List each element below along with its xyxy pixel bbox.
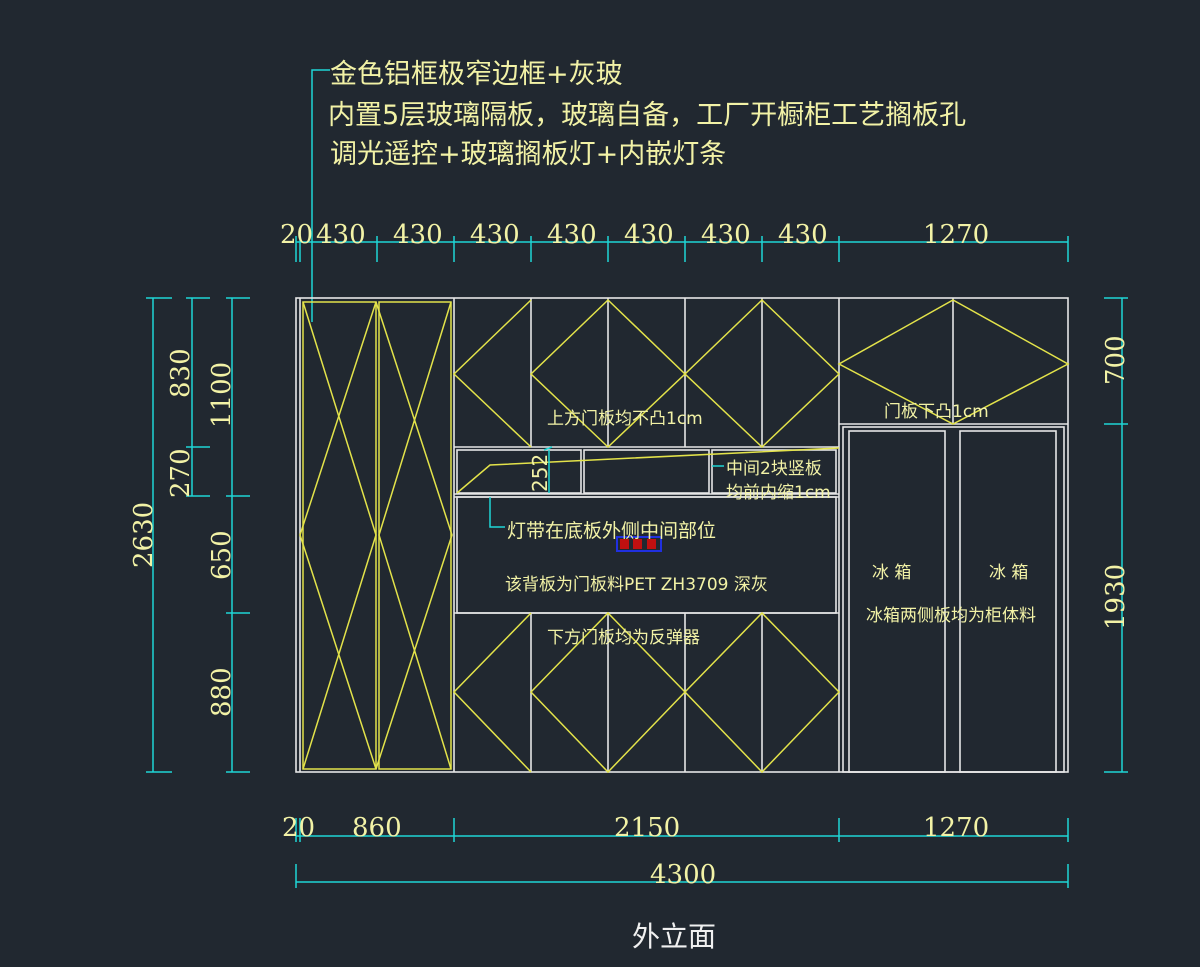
note-back-panel: 该背板为门板料PET ZH3709 深灰	[505, 575, 768, 595]
bottom-dim-2150: 2150	[614, 813, 680, 843]
door-opening-marks	[452, 298, 1070, 774]
note-light-strip: 灯带在底板外侧中间部位	[507, 520, 716, 542]
note-middle-panels-1: 中间2块竖板	[726, 459, 822, 479]
top-dim-1: 430	[316, 220, 366, 250]
top-dim-7: 430	[778, 220, 828, 250]
glass-doors	[299, 301, 453, 770]
top-dim-6: 430	[701, 220, 751, 250]
right-dimension-lines	[1104, 297, 1128, 773]
fridge-left-label: 冰 箱	[872, 563, 911, 583]
left-dim-830: 830	[166, 348, 196, 398]
leader-note-line3: 调光遥控+玻璃搁板灯+内嵌灯条	[330, 139, 726, 170]
note-fridge-sides: 冰箱两侧板均为柜体料	[866, 606, 1036, 626]
left-dim-total: 2630	[129, 502, 159, 568]
top-dim-5: 430	[624, 220, 674, 250]
top-dim-4: 430	[547, 220, 597, 250]
right-dim-700: 700	[1101, 335, 1131, 385]
inner-leaders	[489, 446, 724, 528]
note-upper-doors: 上方门板均不凸1cm	[547, 409, 703, 429]
left-dim-1100: 1100	[207, 362, 237, 428]
top-dim-8: 1270	[923, 220, 989, 250]
note-middle-panels-2: 均前内缩1cm	[726, 483, 831, 503]
inner-dim-252: 252	[528, 454, 552, 492]
bottom-dimension-lines	[295, 818, 1069, 888]
bottom-dim-1270: 1270	[923, 813, 989, 843]
right-dim-1930: 1930	[1101, 564, 1131, 630]
left-dim-650: 650	[207, 530, 237, 580]
left-dim-880: 880	[207, 667, 237, 717]
note-lower-doors: 下方门板均为反弹器	[547, 628, 700, 648]
leader-line	[311, 69, 330, 322]
left-dimension-lines	[146, 297, 250, 773]
leader-note-line2: 内置5层玻璃隔板，玻璃自备，工厂开橱柜工艺搁板孔	[328, 100, 966, 131]
bottom-dim-20: 20	[282, 813, 315, 843]
drawing-title: 外立面	[632, 920, 716, 953]
total-width-dim: 4300	[650, 860, 716, 890]
top-dimension-line	[295, 236, 1069, 262]
leader-note-line1: 金色铝框极窄边框+灰玻	[330, 59, 623, 90]
top-dim-2: 430	[393, 220, 443, 250]
bottom-dim-860: 860	[352, 813, 402, 843]
top-dim-0: 20	[280, 220, 313, 250]
note-right-door: 门板下凸1cm	[884, 402, 989, 422]
light-markers	[616, 536, 662, 552]
top-dim-3: 430	[470, 220, 520, 250]
left-dim-270: 270	[166, 448, 196, 498]
fridge-right-label: 冰 箱	[989, 563, 1028, 583]
